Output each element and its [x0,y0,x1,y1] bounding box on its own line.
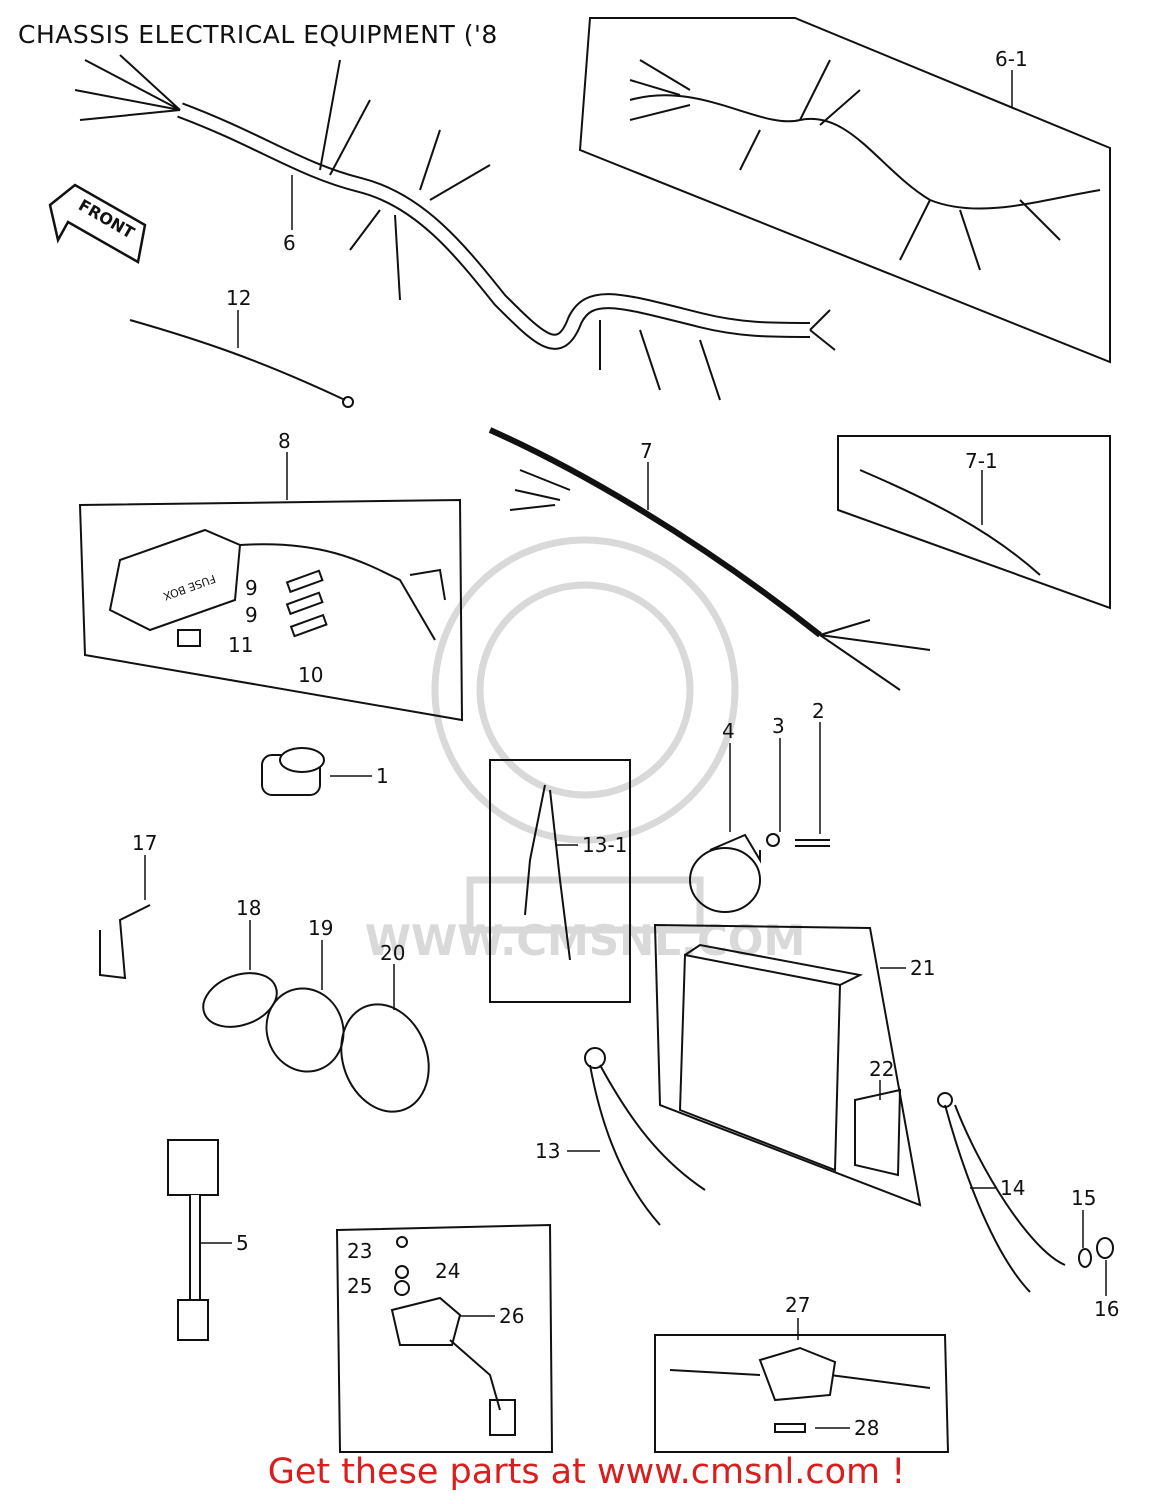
label-24: 24 [435,1259,460,1283]
label-1: 1 [376,764,389,788]
label-15: 15 [1071,1186,1096,1210]
label-7-1: 7-1 [965,449,998,473]
label-18: 18 [236,896,261,920]
ground-lead-12 [129,319,354,408]
lead-13 [584,1047,706,1226]
label-12: 12 [226,286,251,310]
label-16: 16 [1094,1297,1119,1321]
label-5: 5 [236,1231,249,1255]
label-20: 20 [380,941,405,965]
watermark-text: WWW.CMSNL.COM [365,916,806,965]
label-14: 14 [1000,1176,1025,1200]
horn-assembly [689,833,830,913]
lead-13-1-panel [489,759,631,1003]
fuse-box-8-panel [78,498,464,722]
lead-14 [937,1092,1114,1293]
front-direction-sign: FRONT [48,183,147,264]
label-22: 22 [869,1057,894,1081]
unit-26-panel [335,1223,554,1453]
label-11: 11 [228,633,253,657]
label-9-b: 9 [245,603,258,627]
label-13: 13 [535,1139,560,1163]
bands-18-20 [202,972,430,1113]
watermark-logo: WWW.CMSNL.COM [365,536,806,965]
relay-5 [167,1139,219,1341]
label-4: 4 [722,719,735,743]
label-8: 8 [278,429,291,453]
label-21: 21 [910,956,935,980]
unit-27-panel [654,1334,950,1453]
main-harness-6 [74,54,836,401]
label-9-a: 9 [245,576,258,600]
label-13-1: 13-1 [582,833,627,857]
harness-7-1-panel [837,435,1111,610]
battery-21 [653,923,922,1207]
label-6-1: 6-1 [995,47,1028,71]
relay-1 [261,747,325,796]
label-27: 27 [785,1293,810,1317]
label-6: 6 [283,231,296,255]
page-title: CHASSIS ELECTRICAL EQUIPMENT ('8 [18,20,498,49]
label-26: 26 [499,1304,524,1328]
label-17: 17 [132,831,157,855]
label-28: 28 [854,1416,879,1440]
label-7: 7 [640,439,653,463]
label-19: 19 [308,916,333,940]
label-10: 10 [298,663,323,687]
label-23: 23 [347,1239,372,1263]
clamp-17 [99,904,151,980]
harness-7 [488,427,931,691]
label-3: 3 [772,714,785,738]
label-2: 2 [812,699,825,723]
get-parts-link[interactable]: Get these parts at www.cmsnl.com ! [267,1452,906,1492]
harness-6-1-panel [578,17,1111,364]
label-25: 25 [347,1274,372,1298]
